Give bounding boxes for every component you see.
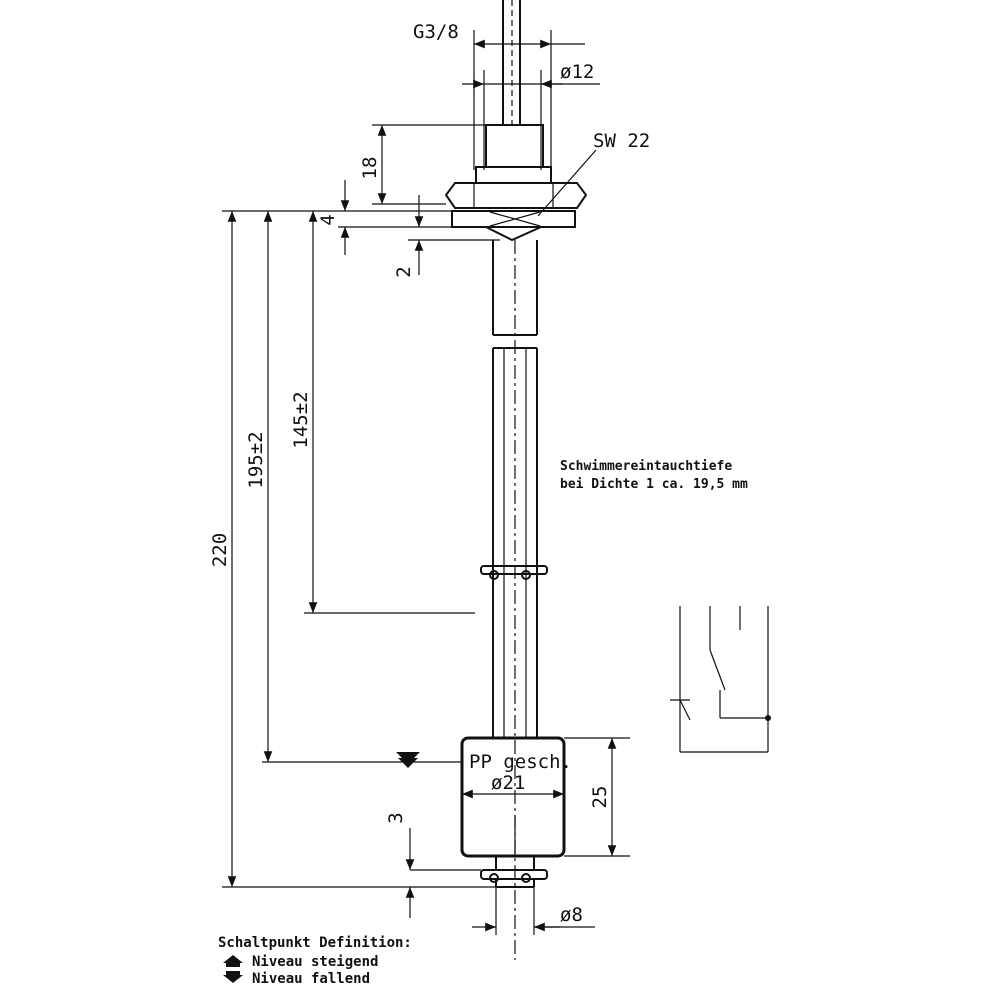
dimension-145: 145±2 [290, 211, 475, 614]
legend-rising: Niveau steigend [252, 954, 378, 970]
legend-falling: Niveau fallend [252, 971, 370, 987]
cable-top [502, 0, 521, 125]
dimension-195: 195±2 [245, 211, 462, 763]
dim-220-label: 220 [209, 533, 231, 567]
dim-3-label: 3 [385, 812, 407, 823]
thread-label: G3/8 [413, 21, 459, 43]
dimension-18: 18 [359, 124, 486, 205]
dim-25-label: 25 [589, 786, 611, 809]
wrench-size-label: SW 22 [593, 130, 650, 152]
diameter-12-dimension: ø12 [462, 61, 600, 170]
dimension-3: 3 [385, 812, 481, 918]
dim-145-label: 145±2 [290, 391, 312, 448]
dim-195-label: 195±2 [245, 431, 267, 488]
bottom-end [480, 856, 548, 888]
thread-dimension: G3/8 [413, 21, 585, 170]
switch-schematic [670, 606, 771, 753]
stop-ring-upper [480, 565, 548, 580]
dim-18-label: 18 [359, 157, 381, 180]
immersion-note: Schwimmereintauchtiefe bei Dichte 1 ca. … [560, 459, 748, 492]
float-diameter-label: ø21 [491, 772, 525, 794]
dimension-25: 25 [564, 737, 630, 857]
dimension-220: 220 [209, 211, 496, 888]
dim-2-label: 2 [393, 266, 415, 277]
arrow-down-icon [223, 971, 243, 983]
dim-4-label: 4 [317, 214, 339, 225]
switch-point-marker [396, 752, 420, 768]
note-line-2: bei Dichte 1 ca. 19,5 mm [560, 477, 748, 492]
float-material-label: PP gesch. [469, 751, 572, 773]
switch-point-legend: Schaltpunkt Definition: Niveau steigend … [218, 935, 412, 987]
diameter-top-label: ø12 [560, 61, 594, 83]
legend-title: Schaltpunkt Definition: [218, 935, 412, 951]
note-line-1: Schwimmereintauchtiefe [560, 459, 732, 474]
arrow-up-icon [223, 955, 243, 967]
diameter-bottom-label: ø8 [560, 904, 583, 926]
float-body: PP gesch. ø21 [460, 736, 572, 858]
screw-fitting: SW 22 [444, 124, 650, 242]
diameter-8-dimension: ø8 [472, 887, 595, 935]
dimension-4-2: 4 2 [222, 180, 500, 278]
